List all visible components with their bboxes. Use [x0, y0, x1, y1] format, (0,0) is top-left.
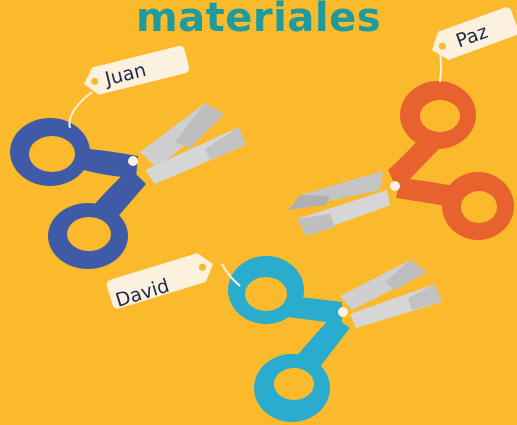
blades-david: [340, 260, 442, 328]
tag-string-paz: [439, 51, 442, 83]
handle-paz-upper: [388, 81, 476, 192]
name-tag-icon: [106, 253, 213, 309]
handle-juan-upper: [10, 118, 138, 186]
name-tag-icon: [432, 7, 517, 60]
handle-david-upper: [228, 256, 342, 324]
name-tag-juan: Juan: [84, 45, 190, 95]
handle-juan-lower: [48, 168, 146, 269]
page-title: materiales: [136, 0, 381, 41]
scissors-paz[interactable]: Paz: [288, 6, 517, 240]
pivot-david: [338, 307, 348, 317]
pivot-paz: [390, 181, 400, 191]
name-tag-icon: [84, 45, 190, 95]
pivot-juan: [128, 156, 138, 166]
scissors-david[interactable]: David: [105, 250, 442, 422]
blades-juan: [140, 103, 246, 184]
tag-string-david: [221, 263, 241, 287]
handle-david-lower: [254, 316, 350, 422]
scissors-juan[interactable]: Juan: [10, 45, 246, 269]
name-tag-david: [106, 253, 213, 309]
tag-string-juan: [68, 91, 93, 129]
blades-paz: [288, 171, 390, 236]
handle-paz-lower: [396, 172, 514, 240]
